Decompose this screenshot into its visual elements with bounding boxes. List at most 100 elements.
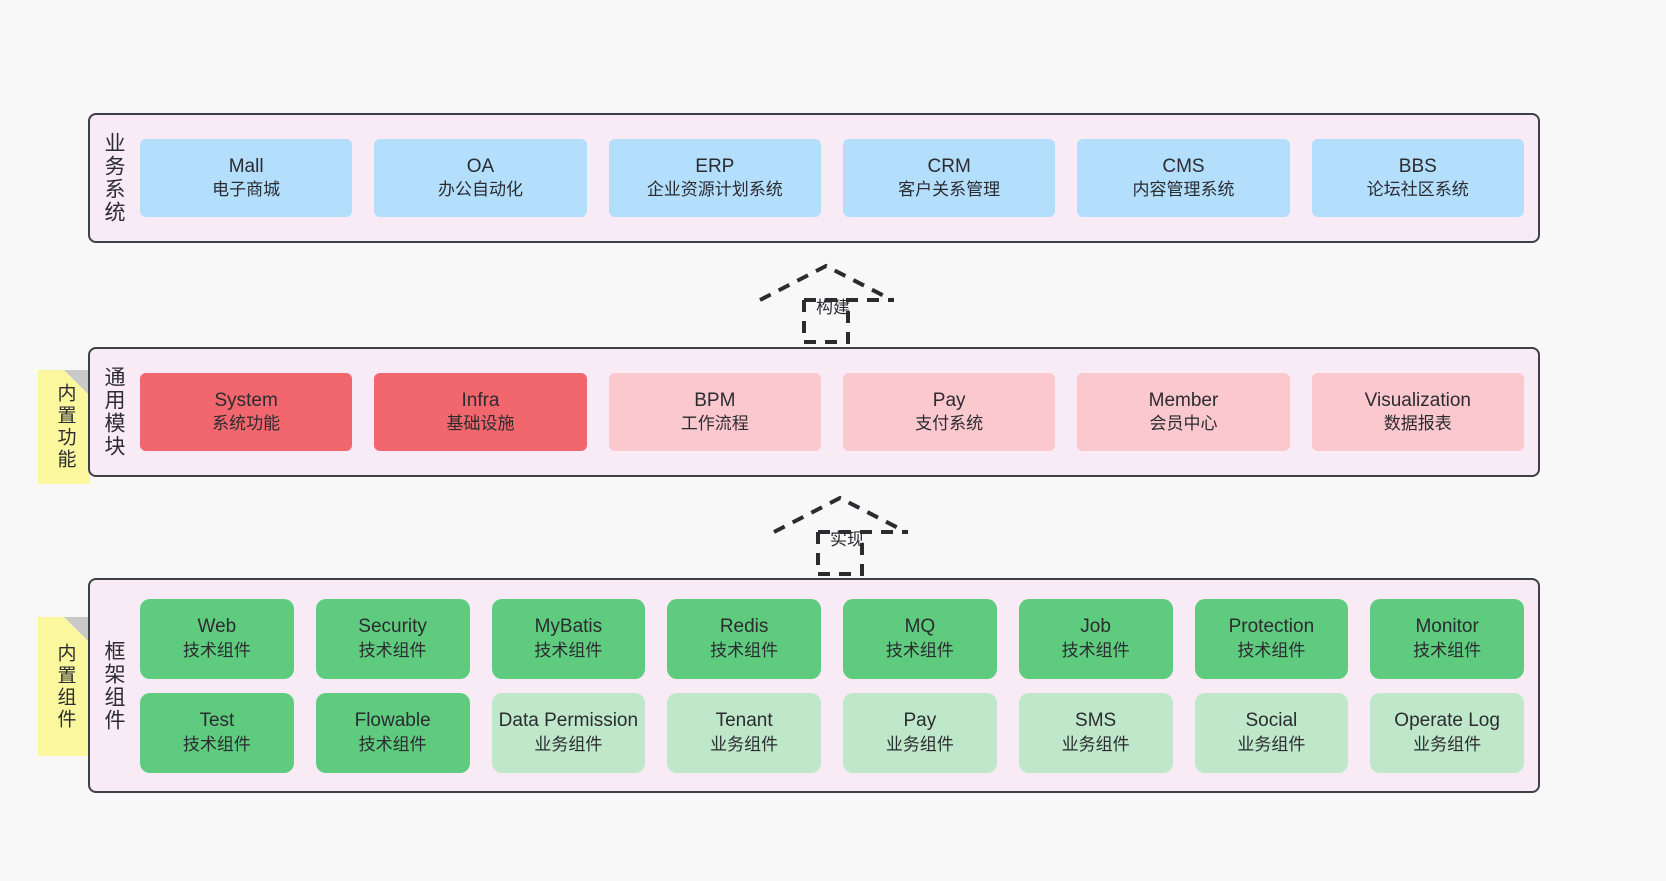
- common-cell-infra[interactable]: Infra 基础设施: [374, 373, 587, 451]
- layer-framework-body: Web 技术组件 Security 技术组件 MyBatis 技术组件 Redi…: [136, 580, 1538, 791]
- cell-en-label: Pay: [932, 389, 966, 411]
- cell-en-label: Protection: [1228, 616, 1315, 638]
- cell-cn-label: 会员中心: [1149, 414, 1218, 434]
- business-cell-mall[interactable]: Mall 电子商城: [140, 139, 353, 217]
- framework-cell-operate-log[interactable]: Operate Log 业务组件: [1370, 692, 1524, 773]
- framework-cell-security[interactable]: Security 技术组件: [315, 598, 470, 679]
- framework-cell-web[interactable]: Web 技术组件: [140, 598, 294, 679]
- cell-cn-label: 业务组件: [1413, 734, 1482, 754]
- note-fold-corner-icon: [64, 617, 90, 643]
- cell-cn-label: 支付系统: [915, 414, 984, 434]
- business-cell-cms[interactable]: CMS 内容管理系统: [1077, 139, 1290, 217]
- cell-en-label: Data Permission: [498, 710, 639, 732]
- cell-cn-label: 业务组件: [1237, 734, 1306, 754]
- cell-en-label: Redis: [719, 616, 769, 638]
- layer-framework-title: 框架组件: [102, 639, 126, 732]
- cell-cn-label: 技术组件: [1237, 640, 1306, 660]
- cell-en-label: CRM: [927, 155, 971, 177]
- arrow-implement-label: 实现: [830, 530, 864, 549]
- cell-cn-label: 工作流程: [680, 414, 749, 434]
- cell-en-label: Web: [197, 616, 237, 638]
- cell-en-label: Monitor: [1415, 616, 1479, 638]
- layer-common-body: System 系统功能 Infra 基础设施 BPM 工作流程 Pay 支付系统…: [136, 349, 1538, 475]
- cell-en-label: Test: [199, 710, 235, 732]
- framework-cell-social[interactable]: Social 业务组件: [1194, 692, 1349, 773]
- arrow-head-build: [759, 263, 893, 302]
- cell-cn-label: 技术组件: [358, 734, 427, 754]
- framework-row-1: Web 技术组件 Security 技术组件 MyBatis 技术组件 Redi…: [140, 598, 1524, 679]
- cell-cn-label: 客户关系管理: [898, 180, 1001, 200]
- framework-cell-tenant[interactable]: Tenant 业务组件: [667, 692, 821, 773]
- cell-en-label: CMS: [1162, 155, 1205, 177]
- framework-cell-flowable[interactable]: Flowable 技术组件: [315, 692, 470, 773]
- cell-cn-label: 技术组件: [885, 640, 954, 660]
- note-label: 内置功能: [54, 383, 76, 471]
- cell-cn-label: 办公自动化: [437, 180, 523, 200]
- cell-cn-label: 系统功能: [212, 414, 281, 434]
- note-fold-corner-icon: [64, 370, 90, 396]
- cell-en-label: ERP: [695, 155, 735, 177]
- cell-cn-label: 业务组件: [1061, 734, 1130, 754]
- note-label: 内置组件: [54, 642, 76, 731]
- framework-cell-redis[interactable]: Redis 技术组件: [667, 598, 821, 679]
- note-built-in-components: 内置组件: [38, 617, 90, 756]
- cell-cn-label: 业务组件: [710, 734, 779, 754]
- framework-cell-pay[interactable]: Pay 业务组件: [843, 692, 997, 773]
- arrow-stem-build: [802, 300, 850, 344]
- cell-en-label: Security: [358, 616, 427, 638]
- business-cell-erp[interactable]: ERP 企业资源计划系统: [608, 139, 821, 217]
- cell-en-label: OA: [466, 155, 495, 177]
- arrow-head-impl: [773, 495, 907, 534]
- cell-cn-label: 技术组件: [182, 734, 251, 754]
- cell-en-label: Visualization: [1364, 389, 1471, 411]
- arrow-build-label: 构建: [816, 298, 850, 317]
- cell-en-label: Job: [1080, 616, 1111, 638]
- arrow-implement: 实现: [766, 490, 926, 576]
- framework-cell-data-permission[interactable]: Data Permission 业务组件: [491, 692, 646, 773]
- cell-en-label: Infra: [461, 389, 500, 411]
- cell-cn-label: 业务组件: [534, 734, 603, 754]
- cell-en-label: Pay: [903, 710, 937, 732]
- cell-cn-label: 电子商城: [212, 180, 281, 200]
- layer-business-system[interactable]: 业务系统 Mall 电子商城 OA 办公自动化 ERP 企业资源计划系统 CRM…: [88, 113, 1540, 243]
- cell-cn-label: 技术组件: [1413, 640, 1482, 660]
- framework-row-2: Test 技术组件 Flowable 技术组件 Data Permission …: [140, 692, 1524, 773]
- layer-common-module[interactable]: 通用模块 System 系统功能 Infra 基础设施 BPM 工作流程 Pay…: [88, 347, 1540, 477]
- cell-cn-label: 技术组件: [1061, 640, 1130, 660]
- framework-cell-test[interactable]: Test 技术组件: [140, 692, 294, 773]
- framework-cell-mybatis[interactable]: MyBatis 技术组件: [491, 598, 646, 679]
- business-row: Mall 电子商城 OA 办公自动化 ERP 企业资源计划系统 CRM 客户关系…: [140, 139, 1524, 217]
- cell-cn-label: 论坛社区系统: [1366, 180, 1469, 200]
- cell-en-label: MyBatis: [534, 616, 603, 638]
- cell-en-label: Mall: [228, 155, 264, 177]
- arrow-stem-impl: [816, 532, 864, 576]
- framework-cell-protection[interactable]: Protection 技术组件: [1194, 598, 1349, 679]
- cell-en-label: Social: [1245, 710, 1298, 732]
- cell-cn-label: 内容管理系统: [1132, 180, 1235, 200]
- framework-cell-job[interactable]: Job 技术组件: [1018, 598, 1173, 679]
- framework-cell-mq[interactable]: MQ 技术组件: [843, 598, 997, 679]
- cell-en-label: Member: [1148, 389, 1219, 411]
- business-cell-oa[interactable]: OA 办公自动化: [374, 139, 587, 217]
- cell-en-label: BBS: [1398, 155, 1437, 177]
- cell-cn-label: 技术组件: [534, 640, 603, 660]
- cell-en-label: MQ: [904, 616, 936, 638]
- framework-cell-sms[interactable]: SMS 业务组件: [1018, 692, 1173, 773]
- framework-cell-monitor[interactable]: Monitor 技术组件: [1370, 598, 1524, 679]
- common-row: System 系统功能 Infra 基础设施 BPM 工作流程 Pay 支付系统…: [140, 373, 1524, 451]
- layer-business-title: 业务系统: [102, 132, 126, 224]
- cell-en-label: Flowable: [354, 710, 431, 732]
- common-cell-member[interactable]: Member 会员中心: [1077, 373, 1290, 451]
- common-cell-pay[interactable]: Pay 支付系统: [842, 373, 1056, 451]
- layer-business-body: Mall 电子商城 OA 办公自动化 ERP 企业资源计划系统 CRM 客户关系…: [136, 115, 1538, 241]
- business-cell-bbs[interactable]: BBS 论坛社区系统: [1311, 139, 1524, 217]
- common-cell-visualization[interactable]: Visualization 数据报表: [1311, 373, 1524, 451]
- layer-framework-component[interactable]: 框架组件 Web 技术组件 Security 技术组件 MyBatis 技术组件…: [88, 578, 1540, 793]
- cell-en-label: System: [214, 389, 278, 411]
- cell-en-label: BPM: [694, 389, 736, 411]
- business-cell-crm[interactable]: CRM 客户关系管理: [842, 139, 1056, 217]
- common-cell-bpm[interactable]: BPM 工作流程: [608, 373, 821, 451]
- common-cell-system[interactable]: System 系统功能: [140, 373, 353, 451]
- cell-cn-label: 基础设施: [446, 414, 515, 434]
